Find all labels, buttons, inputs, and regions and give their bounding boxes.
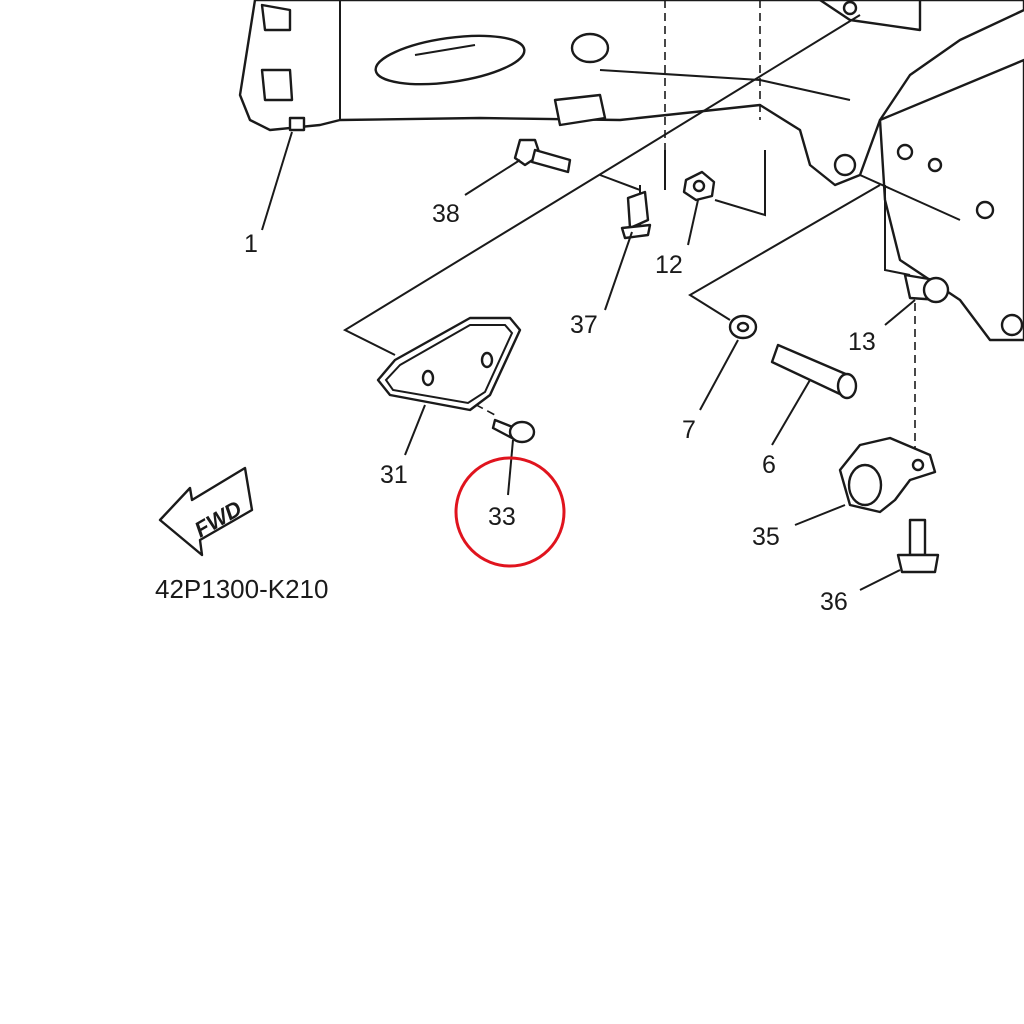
callout-12: 12 [655,251,683,279]
callout-36: 36 [820,588,848,616]
collar-13 [903,273,950,304]
bolt-6 [770,343,858,400]
frame-part-1 [238,0,1024,342]
bolt-38 [513,138,572,174]
callout-1: 1 [244,230,258,258]
callout-13: 13 [848,328,876,356]
callout-6: 6 [762,451,776,479]
fwd-arrow-icon: FWD [158,466,254,557]
plate-31 [376,316,522,412]
callout-7: 7 [682,416,696,444]
callout-35: 35 [752,523,780,551]
highlight-circle [454,456,566,568]
callout-33: 33 [488,503,516,531]
part-code: 42P1300-K210 [155,574,328,604]
bracket-35 [838,436,937,514]
washer-7 [728,314,758,340]
bolt-36 [896,518,940,574]
nut-12 [682,170,716,202]
callout-37: 37 [570,311,598,339]
callout-38: 38 [432,200,460,228]
clip-37 [620,190,652,240]
screw-33 [491,418,536,444]
callout-31: 31 [380,461,408,489]
